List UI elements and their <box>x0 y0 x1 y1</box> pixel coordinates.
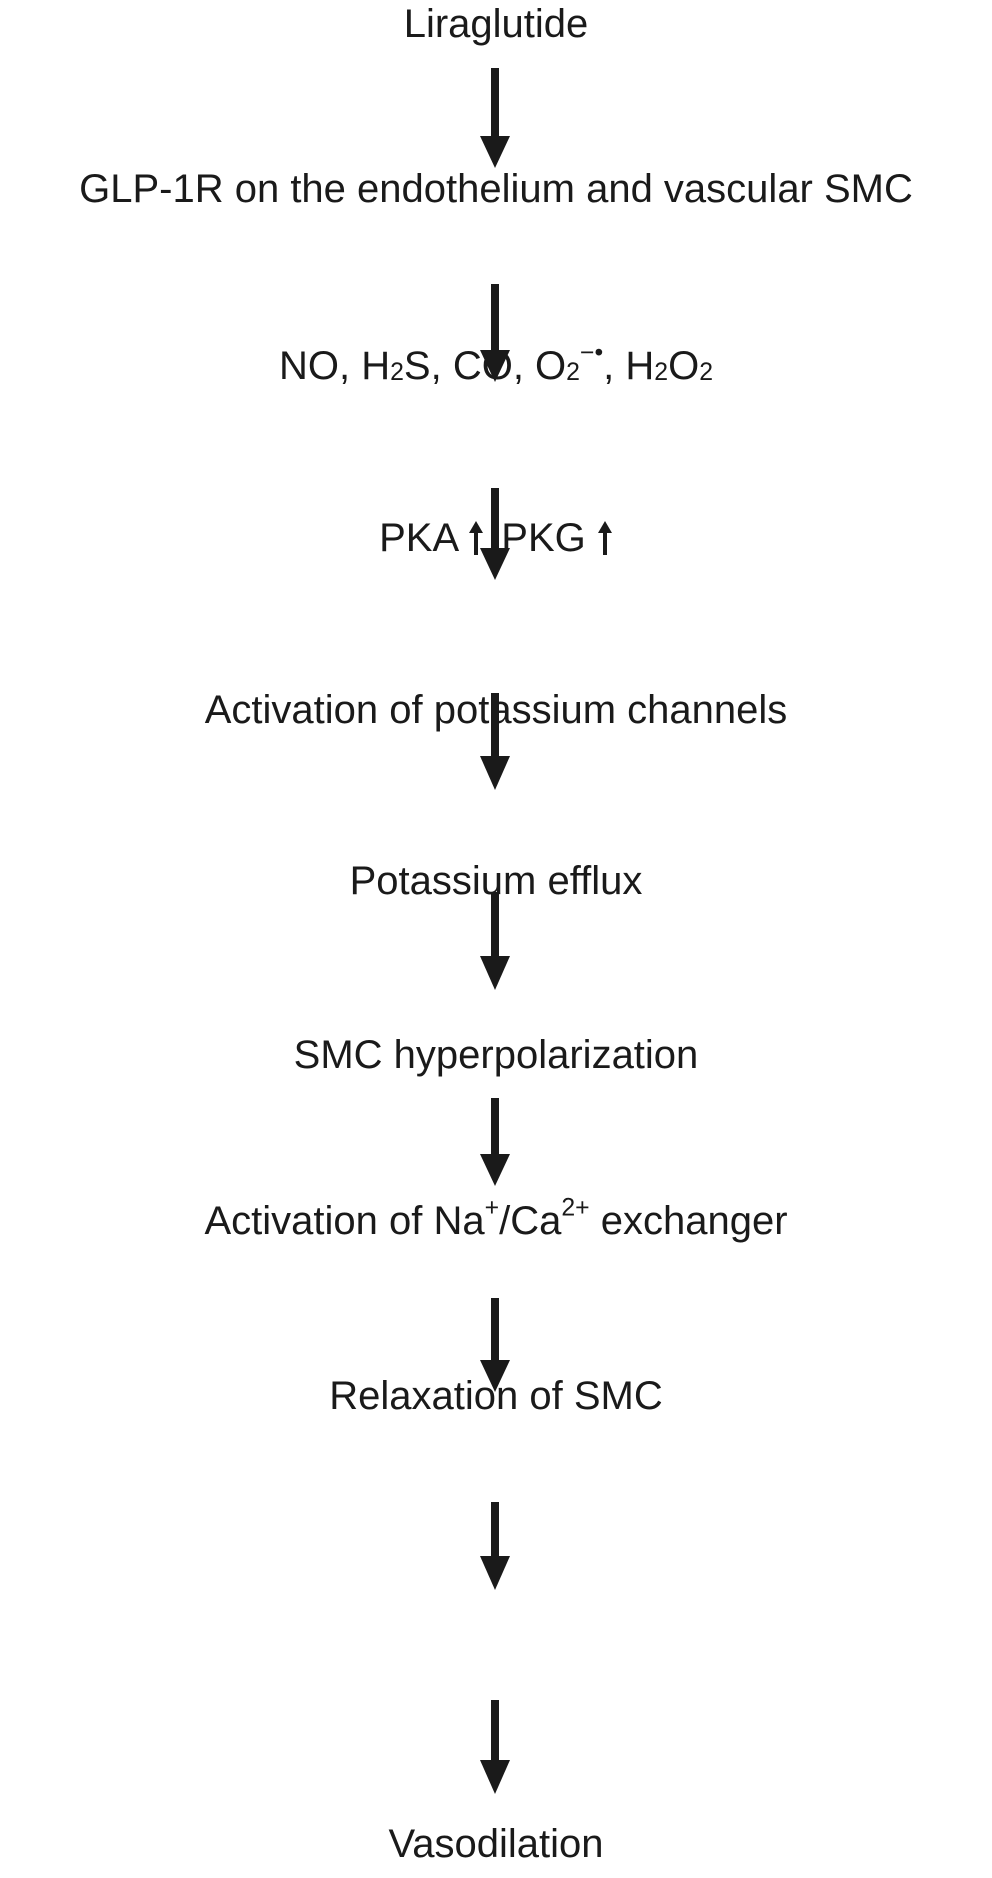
down-arrow-icon <box>480 1502 510 1590</box>
mediators-sub-d: 2 <box>699 359 713 387</box>
step-hyperpolarization: SMC hyperpolarization <box>293 1033 699 1077</box>
down-arrow-icon <box>480 892 510 990</box>
down-arrow-icon <box>480 284 510 382</box>
down-arrow-icon <box>480 68 510 168</box>
exchanger-sup-a: + <box>484 1194 500 1222</box>
step-vasodilation: Vasodilation <box>388 1822 604 1866</box>
mediators-sub-a: 2 <box>390 359 404 387</box>
down-arrow-icon <box>480 1098 510 1186</box>
mediators-sub-c: 2 <box>654 359 669 387</box>
down-arrow-icon <box>480 1700 510 1794</box>
mediators-text-a: NO, H <box>279 344 391 388</box>
down-arrow-icon <box>480 488 510 580</box>
mediators-text-d: O <box>668 344 700 388</box>
up-arrow-icon <box>469 521 484 555</box>
down-arrow-icon <box>480 693 510 790</box>
pka-label: PKA <box>379 516 457 560</box>
pkg-label: PKG <box>501 516 586 560</box>
up-arrow-icon <box>597 521 612 555</box>
mediators-sub-b: 2 <box>566 359 580 387</box>
down-arrow-icon <box>480 1298 510 1392</box>
step-kinases: PKA , PKG <box>0 514 992 568</box>
mediators-sup-b: −• <box>579 339 604 367</box>
step-mediators: NO, H2S, CO, O2−•, H2O2 <box>0 339 992 390</box>
exchanger-text-b: /Ca <box>499 1199 562 1243</box>
kinase-separator: , <box>484 531 491 556</box>
exchanger-sup-b: 2+ <box>561 1194 590 1222</box>
step-glp1r: GLP-1R on the endothelium and vascular S… <box>79 167 913 211</box>
exchanger-text-a: Activation of Na <box>204 1199 485 1243</box>
step-exchanger: Activation of Na+/Ca2+ exchanger <box>0 1194 992 1245</box>
exchanger-text-c: exchanger <box>589 1199 788 1243</box>
step-liraglutide: Liraglutide <box>403 2 589 46</box>
mediators-text-c: , H <box>603 344 655 388</box>
